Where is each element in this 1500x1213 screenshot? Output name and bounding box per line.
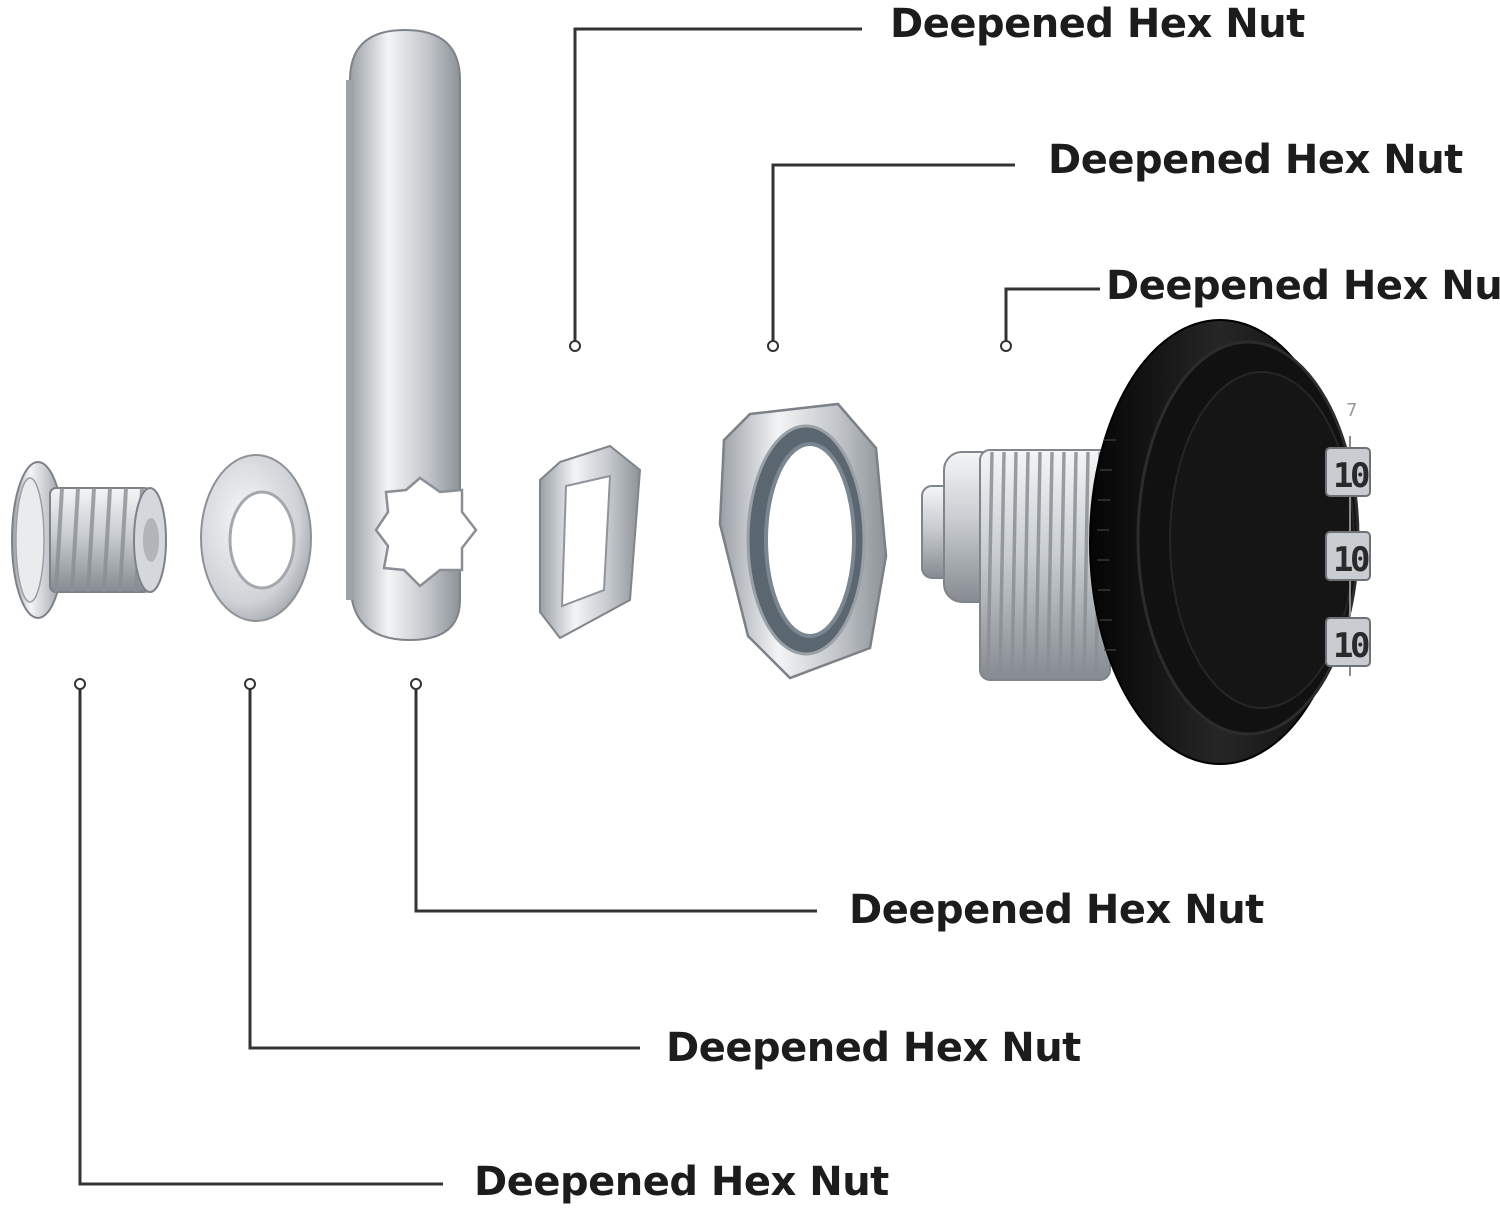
callout-label-bottom-3: Deepened Hex Nut bbox=[474, 1159, 889, 1205]
dial-digit-1b: 0 bbox=[1350, 456, 1370, 496]
svg-text:7: 7 bbox=[1346, 400, 1357, 421]
leader-line-top-2 bbox=[771, 163, 1015, 342]
callout-label-bottom-2: Deepened Hex Nut bbox=[666, 1025, 1081, 1071]
callout-label-bottom-1: Deepened Hex Nut bbox=[849, 887, 1264, 933]
leader-dot-top-2 bbox=[767, 340, 779, 352]
flat-washer-part bbox=[200, 454, 312, 622]
leader-dot-top-3 bbox=[1000, 340, 1012, 352]
leader-dot-bottom-2 bbox=[244, 678, 256, 690]
cam-lever-part bbox=[346, 28, 478, 642]
dial-digit-1a: 1 bbox=[1333, 456, 1353, 496]
leader-line-bottom-3 bbox=[78, 688, 443, 1186]
dial-digit-2a: 1 bbox=[1333, 540, 1353, 580]
callout-label-top-3: Deepened Hex Nut bbox=[1106, 263, 1500, 309]
dial-digit-2b: 0 bbox=[1350, 540, 1370, 580]
leader-dot-top-1 bbox=[569, 340, 581, 352]
leader-line-bottom-1 bbox=[414, 688, 817, 913]
leader-line-bottom-2 bbox=[248, 688, 640, 1050]
callout-leader-lines bbox=[74, 27, 1100, 1186]
dial-digit-3a: 1 bbox=[1333, 626, 1353, 666]
callout-label-top-1: Deepened Hex Nut bbox=[890, 1, 1305, 47]
dial-digit-3b: 0 bbox=[1350, 626, 1370, 666]
screw-part bbox=[11, 461, 167, 619]
square-spacer-part bbox=[539, 444, 642, 640]
leader-dot-bottom-3 bbox=[74, 678, 86, 690]
leader-line-top-3 bbox=[1004, 287, 1100, 342]
combination-dial-part: 7 1 0 1 0 1 0 bbox=[1089, 319, 1371, 765]
lock-cylinder-part bbox=[921, 449, 1111, 681]
deepened-hex-nut-part bbox=[718, 402, 888, 680]
leader-line-top-1 bbox=[573, 27, 862, 342]
callout-label-top-2: Deepened Hex Nut bbox=[1048, 137, 1463, 183]
leader-dot-bottom-1 bbox=[410, 678, 422, 690]
